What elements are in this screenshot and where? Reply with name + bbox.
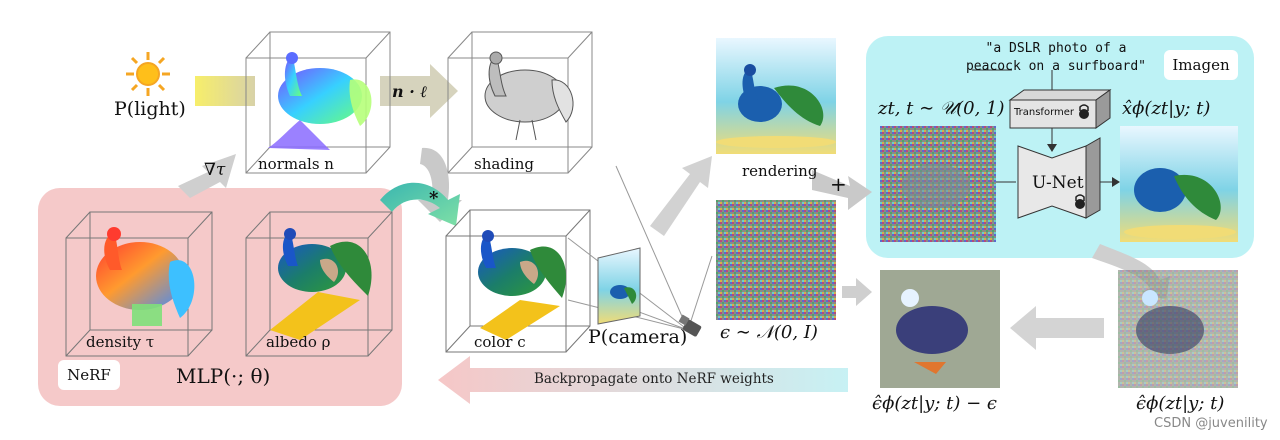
gradient-label: ∇τ (204, 160, 226, 180)
sun-icon (126, 52, 170, 96)
backprop-label: Backpropagate onto NeRF weights (534, 371, 774, 387)
eps-diff-label: ϵ̂ϕ(zt|y; t) − ϵ (872, 393, 997, 414)
epshat-to-diff-arrow (1010, 306, 1104, 350)
normals-peacock (268, 52, 372, 150)
unet-lock-icon (1075, 194, 1085, 209)
shading-label: shading (474, 155, 534, 173)
unet-block (1017, 137, 1101, 219)
mlp-label: MLP(·; θ) (176, 364, 271, 388)
xhat-label: x̂ϕ(zt|y; t) (1122, 98, 1211, 119)
camera-label: P(camera) (588, 326, 688, 348)
light-label: P(light) (114, 98, 186, 120)
transformer-label: Transformer (1014, 107, 1075, 118)
image-plane (597, 247, 641, 325)
plus-symbol: + (830, 172, 847, 196)
unet-to-xhat-arrowhead (1112, 177, 1120, 187)
transformer-to-unet-arrowhead (1047, 144, 1057, 152)
camera-icon (678, 314, 702, 337)
prompt-line-2: peacock on a surfboard" (965, 59, 1146, 74)
backprop-arrow (438, 356, 848, 404)
gradient-arrow (178, 154, 236, 198)
density-label: density τ (86, 333, 155, 351)
transformer-lock-icon (1079, 104, 1089, 119)
watermark: CSDN @juvenility (1154, 416, 1268, 431)
shading-peacock (484, 51, 574, 141)
noise-label: ϵ ∼ 𝒩(0, I) (720, 322, 818, 343)
prompt-line-1: "a DSLR photo of a (985, 41, 1127, 56)
combine-symbol: * (429, 188, 439, 209)
eps-hat-image (1118, 270, 1238, 388)
color-peacock (478, 230, 567, 340)
albedo-peacock (270, 228, 372, 340)
rendering-image (716, 38, 836, 154)
dot-arrow (380, 64, 458, 118)
nerf-panel (38, 188, 402, 406)
albedo-label: albedo ρ (266, 333, 331, 351)
noise-image (716, 200, 836, 320)
text-prompt: "a DSLR photo of a peacock on a surfboar… (944, 40, 1168, 76)
normals-label: normals n (258, 155, 334, 173)
to-rendering-arrow (650, 156, 712, 236)
density-blob (96, 227, 195, 326)
eps-diff-image (880, 270, 1000, 388)
noise-to-diff-arrow (842, 278, 872, 306)
albedo-to-color-arrow (380, 182, 460, 226)
plus-arrow (812, 170, 872, 210)
nerf-tag: NeRF (58, 360, 120, 390)
xhat-image (1120, 126, 1238, 242)
albedo-cube (245, 211, 393, 357)
noisy-zt-image (880, 126, 996, 242)
eps-hat-label: ϵ̂ϕ(zt|y; t) (1136, 393, 1225, 414)
color-cube (445, 209, 591, 353)
color-label: color c (474, 333, 526, 351)
rendering-label: rendering (742, 162, 818, 180)
zt-label: zt, t ∼ 𝒰(0, 1) (878, 98, 1005, 119)
light-beam (195, 76, 255, 106)
dot-product-label: n · ℓ (392, 82, 428, 101)
unet-label: U-Net (1032, 173, 1084, 193)
imagen-tag: Imagen (1164, 50, 1238, 80)
